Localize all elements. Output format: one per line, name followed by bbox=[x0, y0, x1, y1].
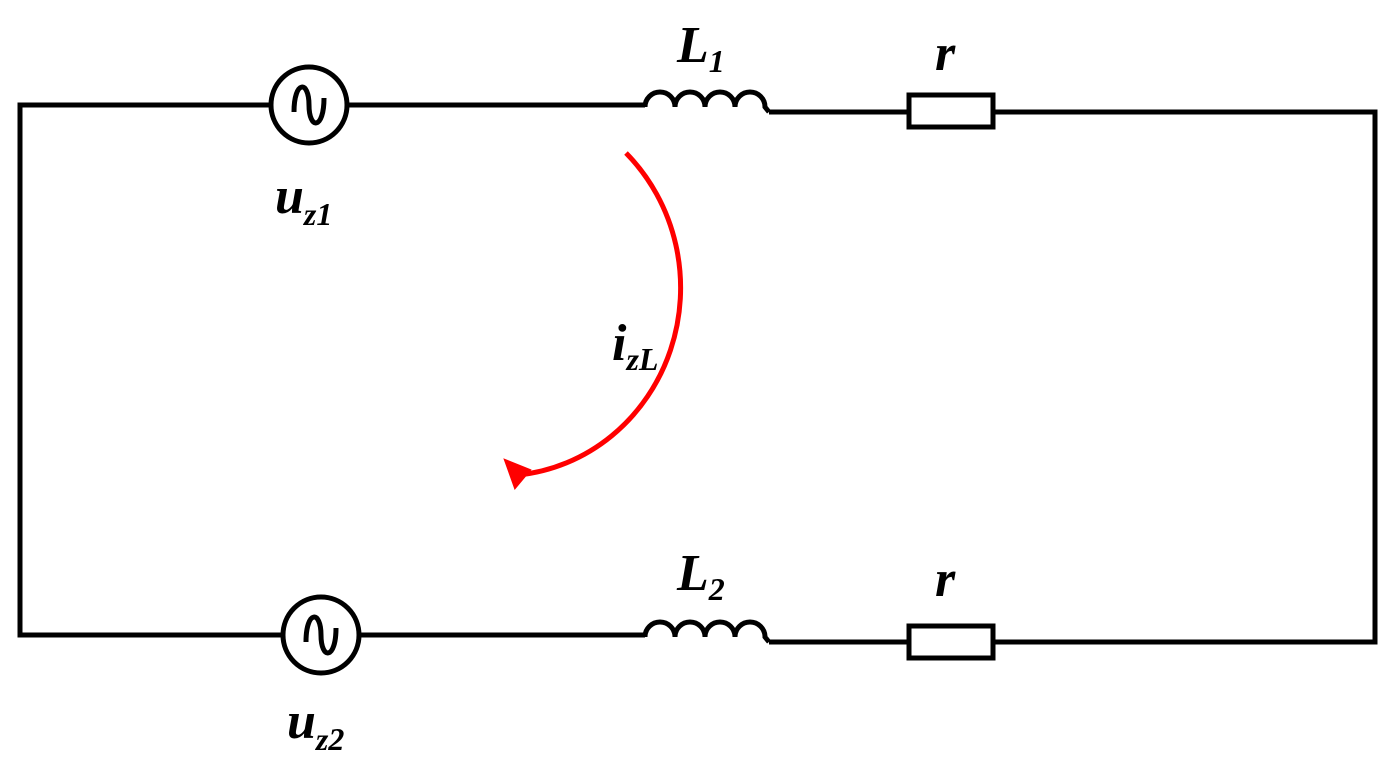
resistor-icon bbox=[906, 623, 996, 661]
ac-source-icon bbox=[268, 64, 350, 146]
right-wire bbox=[993, 109, 1378, 645]
resistor-bottom-label: r bbox=[935, 551, 956, 608]
ac-source-icon bbox=[280, 594, 362, 676]
inductor-icon bbox=[642, 89, 771, 114]
inductor-1-label: L1 bbox=[676, 17, 725, 79]
wires bbox=[17, 102, 1378, 645]
arrowhead-icon bbox=[503, 458, 532, 490]
top-left-wire bbox=[17, 102, 282, 638]
inductor-2-label: L2 bbox=[676, 545, 725, 607]
inductor-icon bbox=[642, 619, 771, 644]
source-2-label: uz2 bbox=[287, 693, 344, 757]
resistor-top-label: r bbox=[935, 25, 956, 82]
resistor-icon bbox=[906, 92, 996, 130]
source-1-label: uz1 bbox=[275, 168, 332, 232]
counterclockwise-arrow-icon bbox=[503, 151, 684, 490]
current-label: izL bbox=[612, 315, 658, 377]
